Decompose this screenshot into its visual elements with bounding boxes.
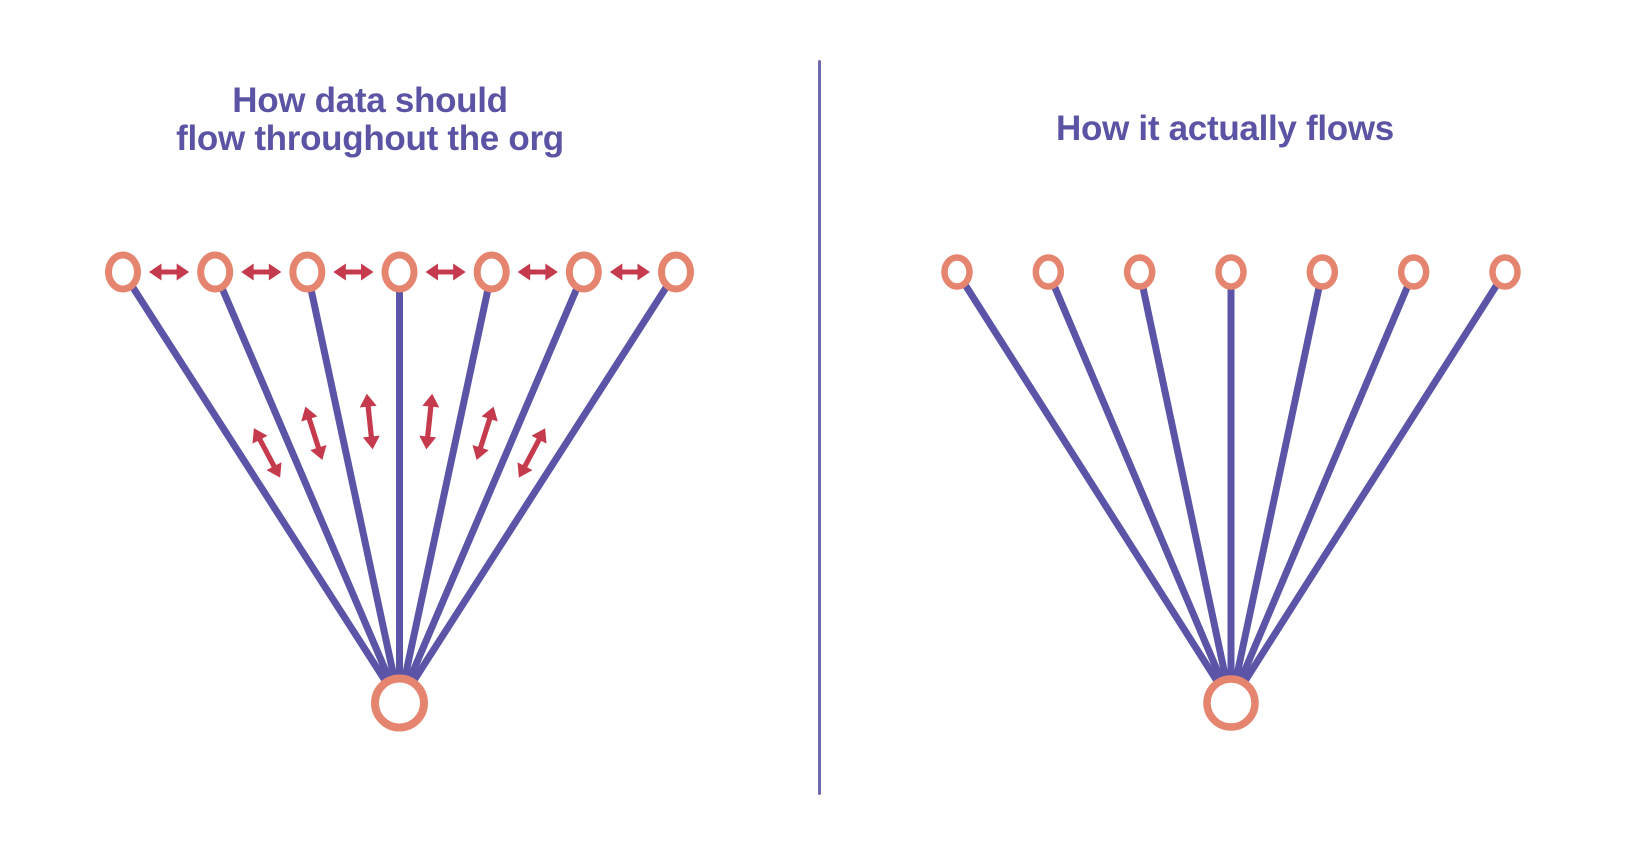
hub-node [1203, 675, 1259, 731]
left-diagram-title: How data should flow throughout the org [90, 82, 650, 158]
cross-flow-arrow-icon-head [517, 462, 533, 478]
peer-flow-arrow-icon-head [517, 263, 531, 281]
hub-node [371, 674, 428, 732]
cross-flow-arrow-icon [419, 393, 440, 450]
peer-flow-arrow-icon-head [609, 263, 623, 281]
right-title-line1: How it actually flows [1056, 109, 1394, 148]
team-node [941, 254, 973, 290]
team-node [1215, 254, 1247, 290]
team-node [289, 251, 326, 293]
spoke-line [1136, 271, 1235, 704]
team-node [105, 251, 141, 293]
peer-flow-arrow-icon-head [176, 263, 190, 281]
team-node [473, 251, 510, 293]
team-node [197, 251, 234, 293]
peer-flow-arrow-icon [333, 263, 374, 281]
spoke-line [1227, 270, 1417, 705]
ideal-flow-diagram [105, 251, 694, 732]
cross-flow-arrow-icon [252, 428, 282, 478]
cross-flow-arrow-icon-head [472, 444, 489, 460]
team-node [1032, 254, 1065, 290]
cross-flow-arrow-icon-head [422, 393, 440, 408]
cross-flow-arrow-icon-shaft [256, 435, 278, 471]
cross-flow-arrow-icon-shaft [424, 403, 434, 440]
team-node [658, 251, 694, 293]
cross-flow-arrow-icon-shaft [521, 435, 543, 471]
cross-flow-arrow-icon-head [362, 435, 380, 450]
spoke-line [303, 271, 403, 704]
spoke-line [1045, 270, 1235, 705]
peer-flow-arrow-icon-head [637, 263, 650, 281]
spoke-line [954, 270, 1234, 705]
team-node [565, 251, 602, 293]
team-node [1489, 254, 1521, 290]
peer-flow-arrow-icon [517, 263, 558, 281]
cross-flow-arrow-icon-head [419, 435, 437, 450]
peer-flow-arrow-icon-head [268, 263, 282, 281]
spoke-line [1227, 271, 1326, 704]
panel-divider [818, 60, 821, 795]
cross-flow-arrow-icon-head [310, 444, 327, 460]
cross-flow-arrow-icon-head [252, 428, 268, 444]
spoke-line [211, 270, 403, 705]
peer-flow-arrow-icon-head [241, 263, 254, 281]
spoke-line [396, 270, 679, 705]
peer-flow-arrow-icon-head [425, 263, 438, 281]
peer-flow-arrow-icon-head [361, 263, 374, 281]
cross-flow-arrow-icon-head [481, 406, 498, 422]
cross-flow-arrow-icon [472, 406, 498, 460]
cross-flow-arrow-icon-head [301, 406, 318, 422]
peer-flow-arrow-icon-head [149, 263, 162, 281]
cross-flow-arrow-icon-head [266, 462, 282, 478]
team-node [1306, 254, 1339, 290]
right-diagram-title: How it actually flows [945, 110, 1505, 148]
peer-flow-arrow-icon [149, 263, 190, 281]
left-title-line2: flow throughout the org [176, 119, 564, 158]
team-node [1397, 254, 1430, 290]
peer-flow-arrow-icon-head [545, 263, 558, 281]
spoke-line [396, 270, 588, 705]
spoke-line [396, 271, 496, 704]
spoke-line [1228, 270, 1508, 705]
cross-flow-arrow-icon-shaft [305, 415, 322, 452]
cross-flow-arrow-icon-shaft [477, 415, 494, 452]
peer-flow-arrow-icon [609, 263, 650, 281]
actual-flow-diagram [941, 254, 1521, 731]
cross-flow-arrow-icon-head [531, 428, 547, 444]
cross-flow-arrow-icon [301, 406, 327, 460]
cross-flow-arrow-icon [517, 428, 547, 478]
spoke-line [120, 270, 403, 705]
team-node [381, 251, 418, 293]
cross-flow-arrow-icon-head [359, 393, 377, 408]
left-title-line1: How data should [232, 81, 508, 120]
cross-flow-arrow-icon [359, 393, 380, 450]
peer-flow-arrow-icon [425, 263, 466, 281]
peer-flow-arrow-icon-head [453, 263, 466, 281]
cross-flow-arrow-icon-shaft [365, 403, 375, 440]
peer-flow-arrow-icon [241, 263, 282, 281]
team-node [1123, 254, 1156, 290]
peer-flow-arrow-icon-head [333, 263, 346, 281]
